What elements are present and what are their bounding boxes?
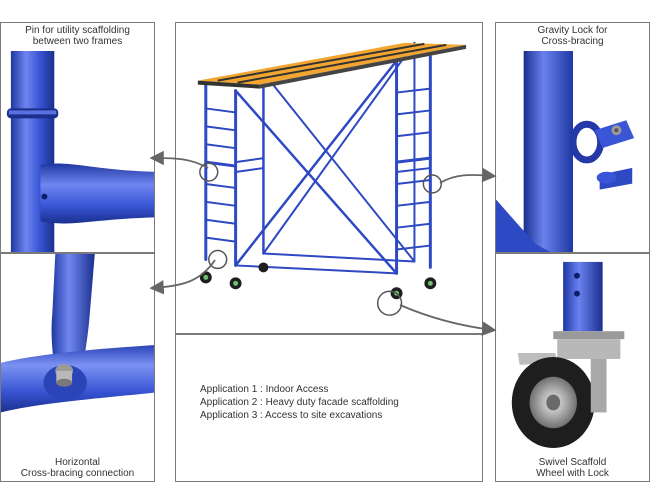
horizontal-caption-line-2: Cross-bracing connection — [20, 468, 135, 479]
horizontal-detail-panel: Horizontal Cross-bracing connection — [0, 253, 155, 482]
wheel-caption-line-1: Swivel Scaffold — [538, 457, 607, 468]
application-item: Application 2 : Heavy duty facade scaffo… — [200, 397, 399, 408]
scaffold-illustration — [176, 23, 482, 333]
wheel-detail-image — [496, 254, 649, 453]
wheel-caption-line-2: Wheel with Lock — [536, 468, 609, 479]
wheel-caption: Swivel Scaffold Wheel with Lock — [496, 457, 649, 479]
gravity-lock-panel: Gravity Lock for Cross-bracing — [495, 22, 650, 253]
application-item: Application 3 : Access to site excavatio… — [200, 410, 383, 421]
pin-caption-line-2: between two frames — [32, 36, 123, 47]
scaffold-main-panel — [175, 22, 483, 334]
horizontal-caption: Horizontal Cross-bracing connection — [1, 457, 154, 479]
application-item: Application 1 : Indoor Access — [200, 384, 329, 395]
gravity-lock-image — [496, 51, 649, 252]
gravity-caption-line-1: Gravity Lock for — [537, 25, 608, 36]
horizontal-caption-line-1: Horizontal — [54, 457, 101, 468]
wheel-detail-panel: Swivel Scaffold Wheel with Lock — [495, 253, 650, 482]
gravity-caption: Gravity Lock for Cross-bracing — [496, 25, 649, 47]
horizontal-detail-image — [1, 254, 154, 453]
pin-detail-panel: Pin for utility scaffolding between two … — [0, 22, 155, 253]
pin-caption-line-1: Pin for utility scaffolding — [25, 25, 130, 36]
applications-panel — [175, 334, 483, 482]
pin-detail-image — [1, 51, 154, 252]
pin-caption: Pin for utility scaffolding between two … — [1, 25, 154, 47]
gravity-caption-line-2: Cross-bracing — [541, 36, 604, 47]
applications-list: Application 1 : Indoor Access Applicatio… — [200, 383, 399, 422]
